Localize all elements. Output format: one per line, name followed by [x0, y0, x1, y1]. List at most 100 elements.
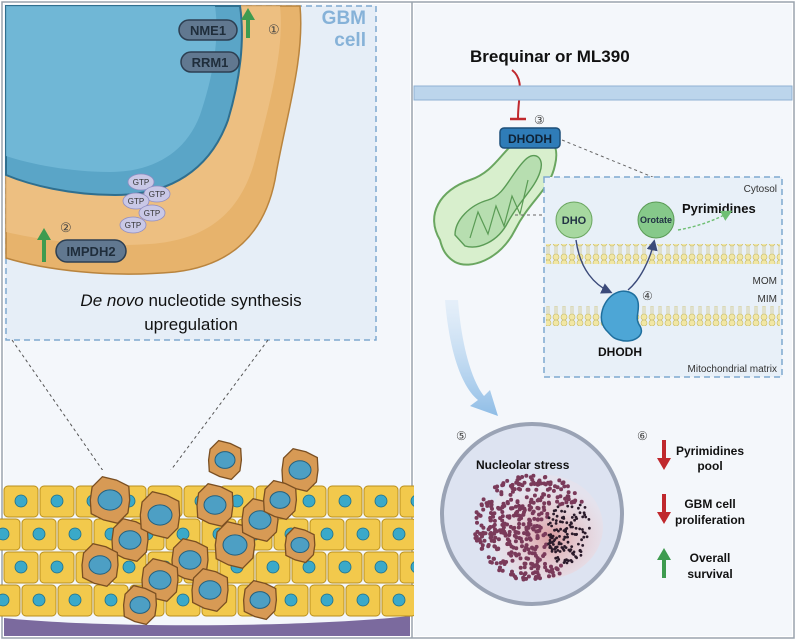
granule: [548, 538, 552, 542]
granule: [555, 559, 559, 563]
granule: [578, 548, 582, 552]
granule: [492, 531, 497, 536]
granule: [498, 565, 502, 570]
gbm-cell-label-line2: cell: [334, 30, 366, 51]
granule: [575, 556, 578, 560]
basement-membrane: [4, 616, 410, 636]
granule: [517, 517, 522, 522]
granule: [564, 500, 569, 505]
granule: [548, 521, 552, 525]
granule: [535, 481, 540, 486]
granule: [534, 562, 539, 567]
granule: [570, 522, 573, 525]
granule: [547, 542, 550, 546]
granule: [482, 538, 487, 543]
granule: [564, 529, 567, 533]
step-5-marker: ⑤: [456, 429, 467, 443]
tumor-cell-nucleus: [203, 495, 227, 515]
granule: [563, 496, 568, 501]
granule: [524, 556, 529, 561]
granule: [550, 524, 553, 528]
granule: [541, 505, 546, 510]
normal-cell-nucleus: [68, 527, 82, 541]
granule: [475, 520, 479, 525]
granule: [578, 511, 582, 515]
gtp-molecule: [138, 204, 166, 222]
granule: [514, 576, 518, 581]
granule: [555, 536, 558, 540]
granule: [550, 570, 555, 575]
downstream-arrow: [445, 300, 498, 416]
mitochondrion: [433, 133, 558, 266]
granule: [526, 574, 531, 579]
gtp-label: GTP: [144, 209, 160, 218]
outcome-line1: Pyrimidines: [676, 444, 744, 458]
granule: [539, 517, 544, 522]
granule: [519, 571, 523, 576]
dho-to-dhodh-arrow: [575, 239, 613, 294]
granule: [559, 542, 563, 546]
outcome-line1: GBM cell: [684, 497, 735, 511]
granule: [575, 532, 578, 536]
granule: [513, 539, 518, 544]
granule: [566, 504, 570, 508]
granule: [505, 500, 510, 504]
tumor-cell-nucleus: [269, 491, 291, 509]
granule: [505, 541, 510, 546]
granule: [577, 542, 580, 546]
granule: [577, 506, 580, 510]
granule: [537, 478, 542, 483]
granule: [551, 540, 554, 544]
normal-cell-nucleus: [302, 560, 316, 574]
granule: [580, 538, 583, 542]
normal-cell-nucleus: [374, 560, 388, 574]
granule: [545, 511, 550, 516]
rrm1-gene-label: RRM1: [192, 55, 229, 70]
dhodh-badge: [499, 127, 561, 149]
normal-cell-nucleus: [338, 494, 352, 508]
gtp-label: GTP: [149, 190, 165, 199]
granule: [532, 551, 537, 556]
granule: [524, 537, 529, 542]
orotate-molecule: [637, 201, 675, 239]
membrane-inset: Cytosol MOM MIM DHO Orotate Pyrimidines …: [543, 176, 783, 378]
granule: [481, 507, 486, 512]
granule: [523, 561, 528, 566]
granule: [492, 522, 497, 527]
granule: [550, 567, 555, 572]
granule: [561, 520, 564, 524]
granule: [536, 506, 541, 511]
granule: [522, 548, 527, 553]
granule: [522, 480, 527, 485]
granule: [555, 499, 560, 504]
zoom-line: [164, 339, 269, 479]
granule: [552, 512, 555, 516]
granule: [486, 555, 491, 560]
granule: [522, 508, 527, 513]
granule: [558, 550, 562, 553]
granule: [550, 550, 554, 553]
tumor-cell-nucleus: [147, 504, 173, 526]
granule: [509, 497, 514, 502]
granule: [535, 529, 540, 534]
tumor-cell-nucleus: [178, 550, 202, 570]
granule: [560, 501, 565, 506]
granule: [505, 478, 510, 483]
granule: [535, 556, 540, 561]
granule: [479, 523, 484, 528]
gtp-label: GTP: [125, 221, 141, 230]
granule: [556, 556, 560, 559]
granule: [489, 560, 494, 565]
tumor-cell-nucleus: [129, 596, 151, 614]
granule: [565, 494, 570, 499]
granule: [551, 573, 556, 578]
granule: [585, 535, 589, 539]
granule: [531, 509, 536, 514]
granule: [563, 510, 567, 513]
granule: [474, 515, 479, 520]
granule: [529, 566, 534, 571]
granule: [555, 495, 560, 500]
nucleolar-stress-label: Nucleolar stress: [476, 458, 570, 472]
granule: [518, 536, 523, 541]
